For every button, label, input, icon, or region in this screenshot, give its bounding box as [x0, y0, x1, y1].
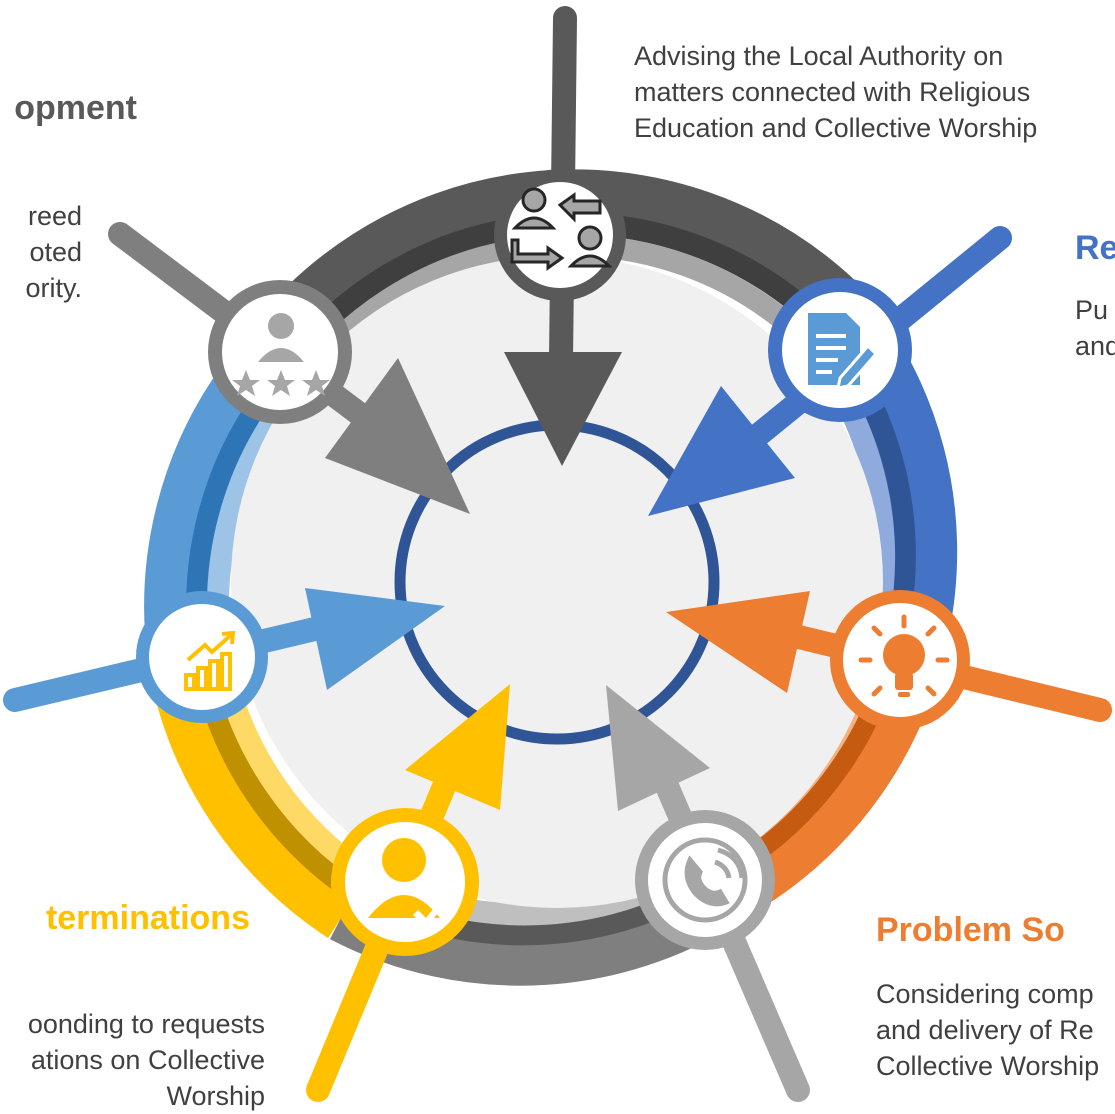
- problem-solving-line-1: Considering comp: [876, 979, 1094, 1009]
- node-development[interactable]: [208, 280, 352, 424]
- arrowhead-lower-left: [405, 684, 510, 810]
- arrowhead-top: [504, 352, 622, 466]
- arrowhead-left: [305, 588, 445, 690]
- node-monitoring[interactable]: [136, 591, 268, 723]
- development-line-2: oted: [29, 237, 82, 267]
- development-line-3: ority.: [25, 273, 82, 303]
- advising-line-2: matters connected with Religious: [634, 77, 1031, 107]
- lightbulb-icon: [858, 614, 950, 697]
- review-text: Pu and: [1075, 292, 1115, 364]
- advising-text: Advising the Local Authority on matters …: [634, 38, 1037, 146]
- arrowhead-upper-right: [648, 386, 795, 516]
- arrow-heads: [305, 352, 810, 811]
- node-advising[interactable]: [494, 169, 626, 301]
- growth-chart-icon: [184, 630, 236, 691]
- advising-line-3: Education and Collective Worship: [634, 113, 1038, 143]
- determinations-line-2: ations on Collective: [30, 1045, 265, 1075]
- node-review[interactable]: [768, 278, 912, 422]
- determinations-line-3: Worship: [166, 1081, 265, 1111]
- development-heading: opment: [14, 89, 137, 127]
- review-line-1: Pu: [1075, 295, 1109, 325]
- problem-solving-heading: Problem So: [876, 911, 1065, 949]
- arrowhead-upper-left: [325, 358, 470, 514]
- advising-line-1: Advising the Local Authority on: [634, 41, 1004, 71]
- problem-solving-line-3: Collective Worship: [876, 1051, 1100, 1081]
- determinations-text: oonding to requests ations on Collective…: [28, 1006, 265, 1114]
- node-problem-solving[interactable]: [830, 590, 970, 730]
- problem-solving-line-2: and delivery of Re: [876, 1015, 1094, 1045]
- development-line-1: reed: [27, 201, 82, 231]
- arrowhead-lower-right: [606, 685, 710, 811]
- node-determinations[interactable]: [331, 808, 479, 956]
- phone-icon: [662, 837, 748, 923]
- node-complaints[interactable]: [635, 810, 775, 950]
- person-rating-icon: [232, 313, 330, 396]
- arrowhead-right: [666, 591, 810, 693]
- review-heading: Re: [1075, 229, 1115, 267]
- determinations-heading: terminations: [45, 899, 250, 937]
- determinations-line-1: oonding to requests: [27, 1009, 265, 1039]
- document-edit-icon: [808, 313, 879, 390]
- people-exchange-icon: [510, 187, 613, 271]
- review-line-2: and: [1075, 331, 1115, 361]
- person-approval-icon: [368, 838, 445, 928]
- development-text: reed oted ority.: [25, 198, 82, 306]
- problem-solving-text: Considering comp and delivery of Re Coll…: [876, 976, 1099, 1084]
